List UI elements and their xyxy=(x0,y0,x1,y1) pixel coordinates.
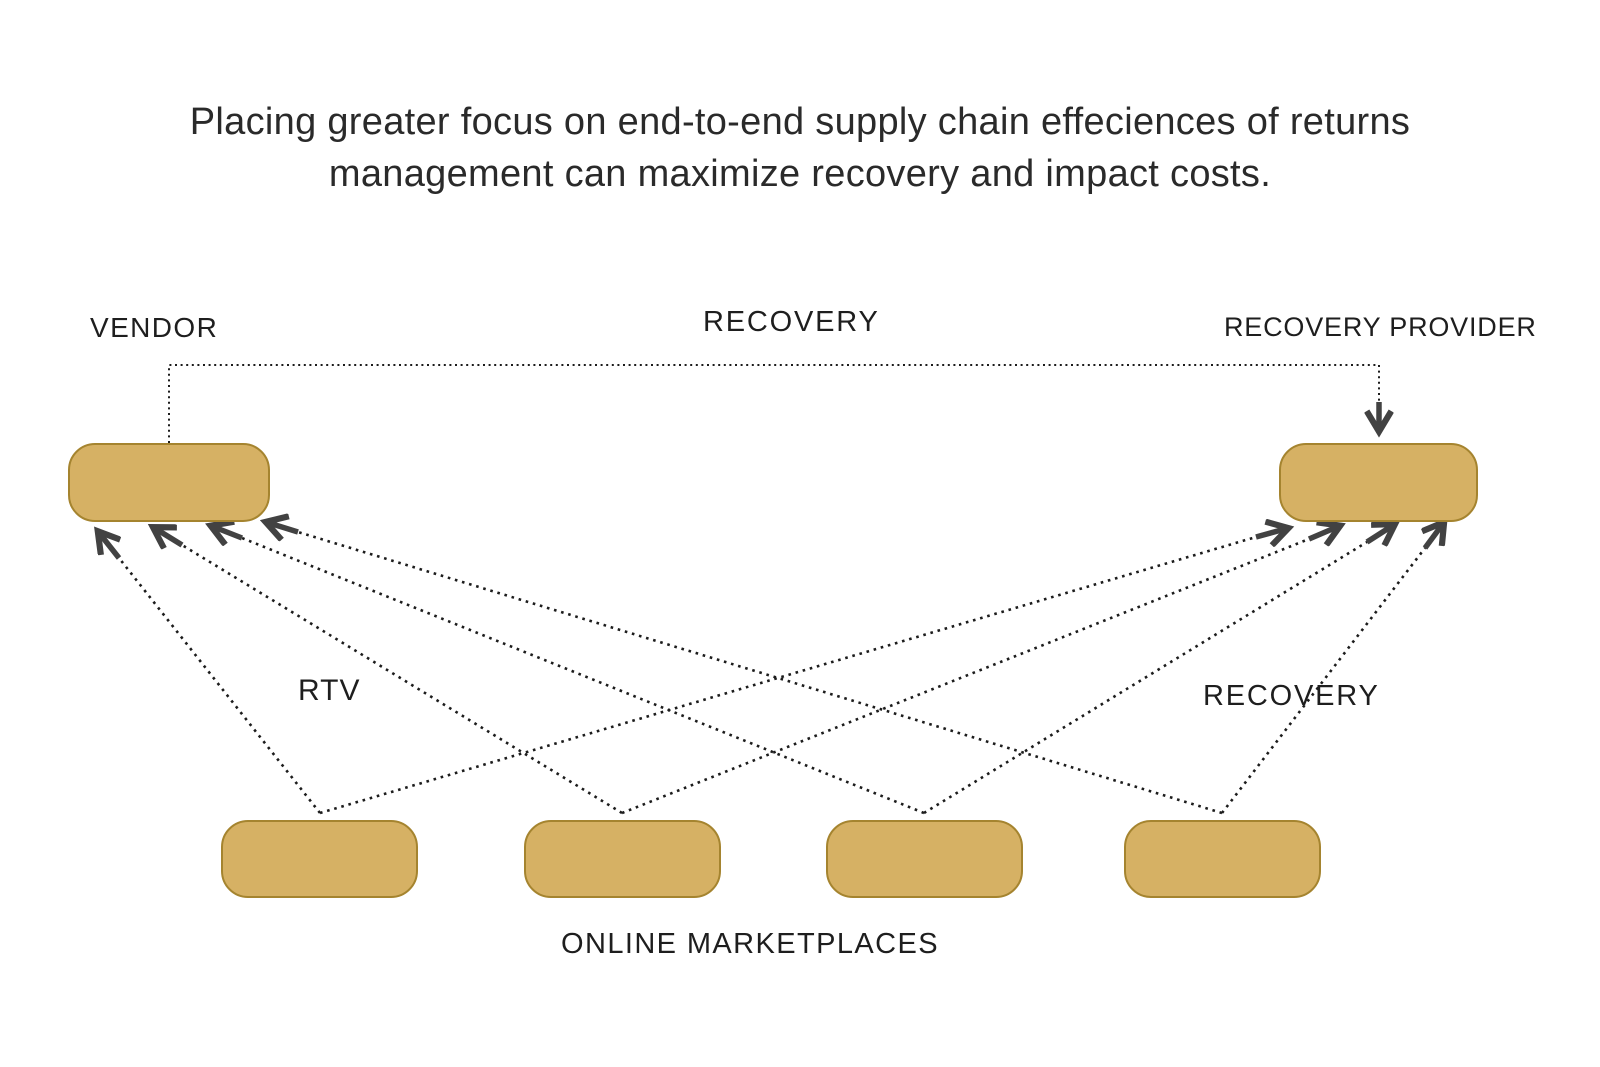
rtv-line-4 xyxy=(297,530,1223,815)
recovery-line-2 xyxy=(621,537,1310,815)
recovery-arrow-4 xyxy=(1425,525,1442,550)
rtv-line-1 xyxy=(117,557,322,814)
rtv-line-2 xyxy=(181,543,623,815)
rtv-arrow-2 xyxy=(156,529,184,545)
rtv-flow-label: RTV xyxy=(298,674,361,707)
recovery-line-1 xyxy=(319,535,1257,815)
rtv-arrow-3 xyxy=(214,527,244,538)
recovery-arrow-2 xyxy=(1307,527,1337,539)
marketplace-box-2 xyxy=(524,820,721,898)
title-line-2: management can maximize recovery and imp… xyxy=(328,153,1272,195)
flow-arrowheads xyxy=(100,523,1442,560)
rtv-arrow-1 xyxy=(100,534,119,560)
recovery-routing-connector xyxy=(168,364,1380,443)
recovery-provider-label: RECOVERY PROVIDER xyxy=(1224,312,1537,342)
marketplace-box-4 xyxy=(1124,820,1321,898)
recovery-right-flow-label: RECOVERY xyxy=(1203,680,1380,712)
vendor-label: VENDOR xyxy=(90,312,219,343)
recovery-arrow-3 xyxy=(1365,526,1392,542)
recovery-routing-line xyxy=(168,364,1380,443)
rtv-arrow-4 xyxy=(269,523,299,532)
marketplace-box-1 xyxy=(221,820,418,898)
vendor-box xyxy=(68,443,270,522)
online-marketplaces-label: ONLINE MARKETPLACES xyxy=(561,928,939,960)
marketplace-box-3 xyxy=(826,820,1023,898)
flow-lines xyxy=(117,530,1427,815)
recovery-provider-box xyxy=(1279,443,1478,522)
page-title: Placing greater focus on end-to-end supp… xyxy=(0,96,1600,200)
recovery-line-3 xyxy=(923,540,1368,815)
recovery-arrow-1 xyxy=(1255,529,1285,537)
title-line-1: Placing greater focus on end-to-end supp… xyxy=(189,101,1411,143)
recovery-flow-label: RECOVERY xyxy=(703,306,880,338)
